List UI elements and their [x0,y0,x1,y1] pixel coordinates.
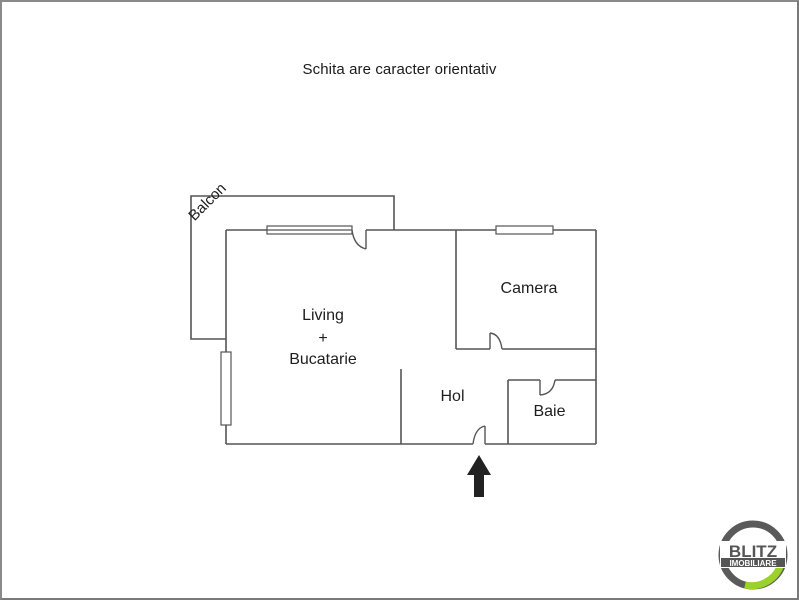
logo-sub-text: IMOBILIARE [729,559,777,568]
room-label-living-plus: + [318,330,328,347]
door-balcony [351,229,367,250]
entrance-arrow-icon [467,455,491,497]
room-label-living: Living [302,307,344,324]
page-title: Schita are caracter orientativ [302,61,497,78]
window-living-left [220,351,232,426]
logo-main-text: BLITZ [729,542,777,561]
balcony-wall [190,195,395,340]
room-label-baie: Baie [533,403,566,420]
room-label-hol: Hol [440,388,465,405]
door-camera [489,332,503,350]
room-label-camera: Camera [500,280,558,297]
door-entrance [472,425,486,445]
window-camera-top [495,225,554,235]
door-baie [539,379,556,396]
room-label-bucatarie: Bucatarie [289,351,357,368]
blitz-logo: BLITZ IMOBILIARE [717,519,789,591]
